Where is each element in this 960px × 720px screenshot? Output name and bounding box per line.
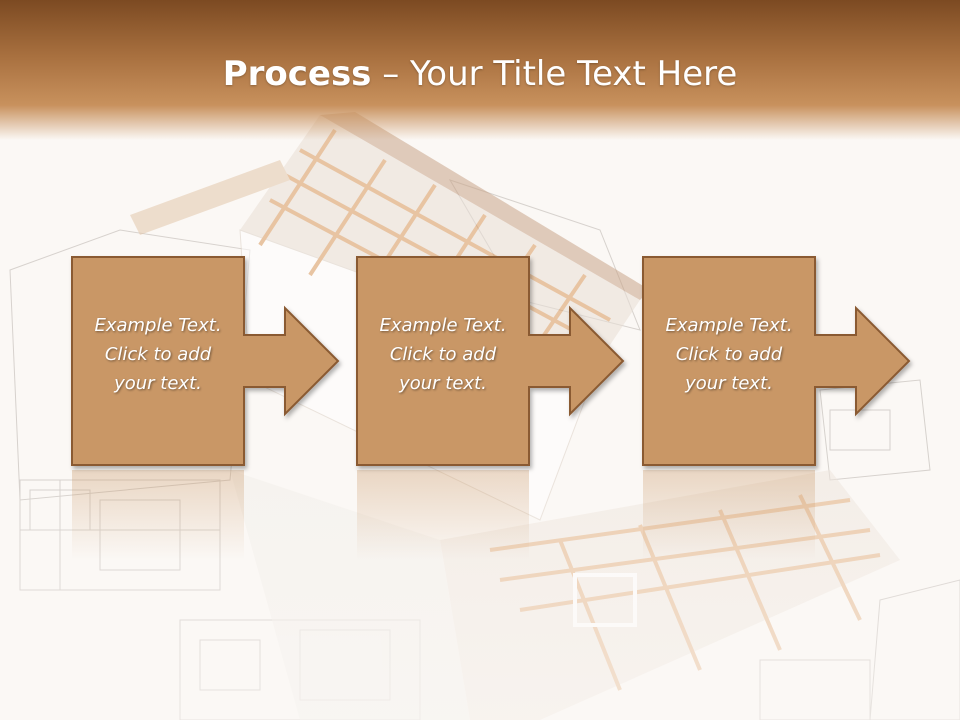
step-2-line-2: Click to add (389, 344, 497, 365)
step-2-line-3: your text. (399, 373, 487, 394)
title-bar (0, 0, 960, 140)
step-3-line-3: your text. (685, 373, 773, 394)
step-3-text[interactable]: Example Text. Click to add your text. (643, 311, 815, 398)
step-1-line-3: your text. (114, 373, 202, 394)
step-2-line-1: Example Text. (379, 315, 507, 336)
title-bold-word: Process (222, 54, 372, 94)
step-3-shape[interactable] (642, 256, 911, 466)
step-1-shape[interactable] (71, 256, 340, 466)
step-2-text[interactable]: Example Text. Click to add your text. (357, 311, 529, 398)
step-1-text[interactable]: Example Text. Click to add your text. (72, 311, 244, 398)
step-3-line-1: Example Text. (665, 315, 793, 336)
step-1-line-1: Example Text. (94, 315, 222, 336)
title-rest: – Your Title Text Here (371, 54, 738, 94)
step-3-line-2: Click to add (675, 344, 783, 365)
step-1-line-2: Click to add (104, 344, 212, 365)
step-2-shape[interactable] (356, 256, 625, 466)
step-reflections (72, 470, 815, 560)
slide-title[interactable]: Process – Your Title Text Here (0, 52, 960, 96)
